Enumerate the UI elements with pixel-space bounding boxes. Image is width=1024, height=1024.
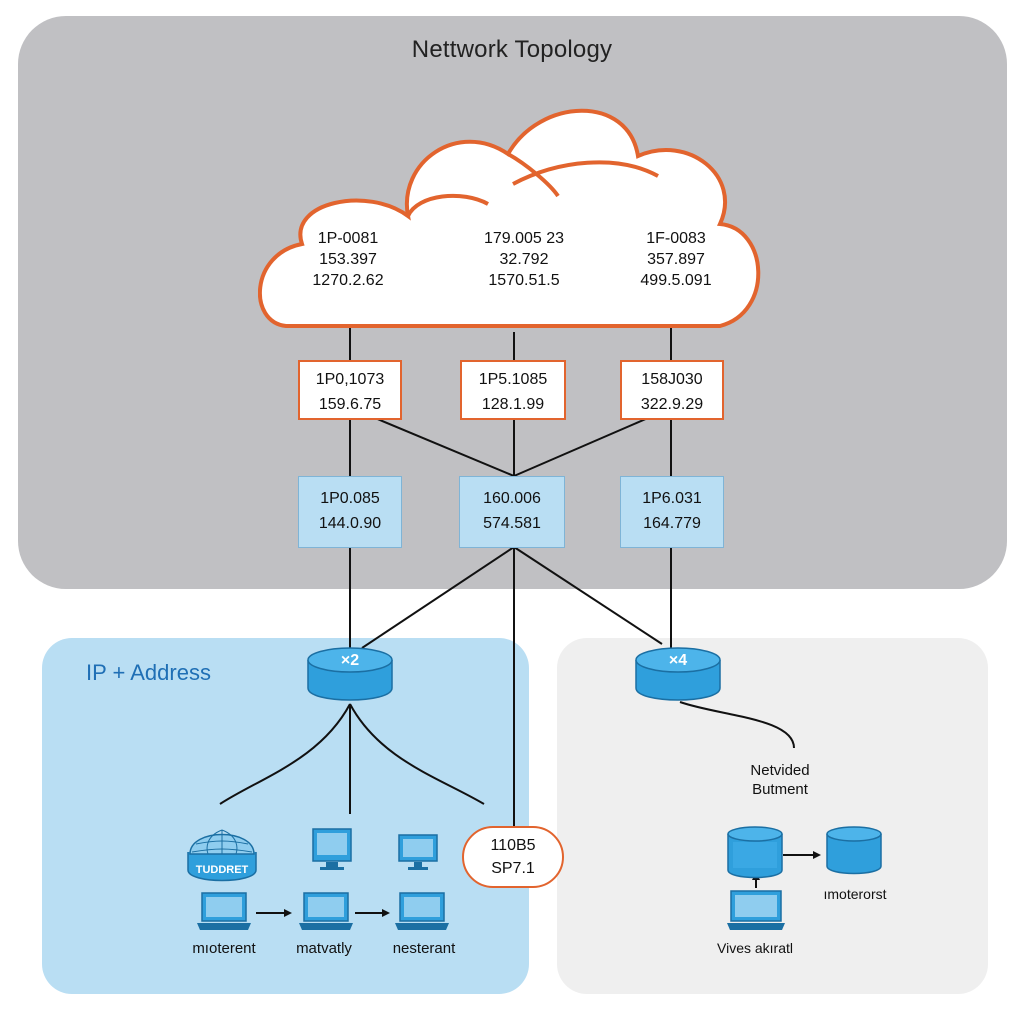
switch-box-line: 1P6.031 <box>642 490 702 507</box>
cloud-text-line: 179.005 23 <box>483 230 565 247</box>
cloud-text-line: 1270.2.62 <box>312 272 384 289</box>
right-panel-label: Netvided Butment <box>730 761 830 799</box>
monitor-icon[interactable] <box>398 834 438 872</box>
ip-box-line: 128.1.99 <box>481 396 545 413</box>
globe-icon[interactable]: TUDDRET <box>186 822 258 882</box>
ip-box-line: 158J030 <box>641 371 703 388</box>
right-panel-label-line: Butment <box>752 781 808 798</box>
ip-box-line: 1P0,1073 <box>315 371 385 388</box>
cloud-text-line: 357.897 <box>647 251 705 268</box>
laptop-icon[interactable] <box>196 892 252 932</box>
device-label: nesterant <box>392 940 456 957</box>
cloud-text-line: 153.397 <box>319 251 377 268</box>
right-network-panel <box>557 638 988 994</box>
switch-box-1[interactable]: 1P0.085 144.0.90 <box>298 476 402 548</box>
router-label: ×4 <box>669 652 687 669</box>
router-icon[interactable]: ×2 <box>307 646 393 702</box>
router-icon[interactable]: ×4 <box>635 646 721 702</box>
cloud-text-line: 499.5.091 <box>640 272 712 289</box>
switch-box-3[interactable]: 1P6.031 164.779 <box>620 476 724 548</box>
ip-box-1[interactable]: 1P0,1073 159.6.75 <box>298 360 402 420</box>
left-panel-title: IP + Address <box>86 660 211 685</box>
laptop-icon[interactable] <box>726 890 786 932</box>
cloud-address-group-3: 1F-0083 357.897 499.5.091 <box>606 228 746 291</box>
device-label: matvatly <box>296 940 352 957</box>
left-network-panel <box>42 638 529 994</box>
server-icon[interactable] <box>727 826 783 880</box>
desktop-icon[interactable] <box>312 828 352 872</box>
right-panel-label-line: Netvided <box>750 762 810 779</box>
cloud-text-line: 1F-0083 <box>646 230 706 247</box>
router-label: ×2 <box>341 652 359 669</box>
laptop-icon[interactable] <box>298 892 354 932</box>
cloud-address-group-2: 179.005 23 32.792 1570.51.5 <box>454 228 594 291</box>
bubble-line: 110B5 <box>490 837 536 854</box>
switch-box-line: 144.0.90 <box>318 515 382 532</box>
globe-label: TUDDRET <box>196 864 249 876</box>
cloud-text-line: 1570.51.5 <box>488 272 560 289</box>
laptop-icon[interactable] <box>394 892 450 932</box>
device-label: mıoterent <box>192 940 256 957</box>
cloud-text-line: 32.792 <box>499 251 549 268</box>
switch-box-line: 574.581 <box>483 515 541 532</box>
address-bubble[interactable]: 110B5 SP7.1 <box>462 826 564 888</box>
switch-box-line: 160.006 <box>483 490 541 507</box>
switch-box-line: 164.779 <box>643 515 701 532</box>
cloud-address-group-1: 1P-0081 153.397 1270.2.62 <box>278 228 418 291</box>
diagram-title: Nettwork Topology <box>411 36 613 63</box>
bubble-line: SP7.1 <box>491 860 535 877</box>
cloud-text-line: 1P-0081 <box>317 230 379 247</box>
ip-box-line: 1P5.1085 <box>478 371 548 388</box>
switch-box-line: 1P0.085 <box>320 490 380 507</box>
device-label: ımoterorst <box>823 886 887 902</box>
ip-box-2[interactable]: 1P5.1085 128.1.99 <box>460 360 566 420</box>
device-label: Vives akıratl <box>717 940 793 956</box>
cloud-icon <box>258 108 761 328</box>
ip-box-line: 159.6.75 <box>318 396 382 413</box>
switch-box-2[interactable]: 160.006 574.581 <box>459 476 565 548</box>
ip-box-line: 322.9.29 <box>640 396 704 413</box>
storage-icon[interactable] <box>826 826 882 876</box>
ip-box-3[interactable]: 158J030 322.9.29 <box>620 360 724 420</box>
